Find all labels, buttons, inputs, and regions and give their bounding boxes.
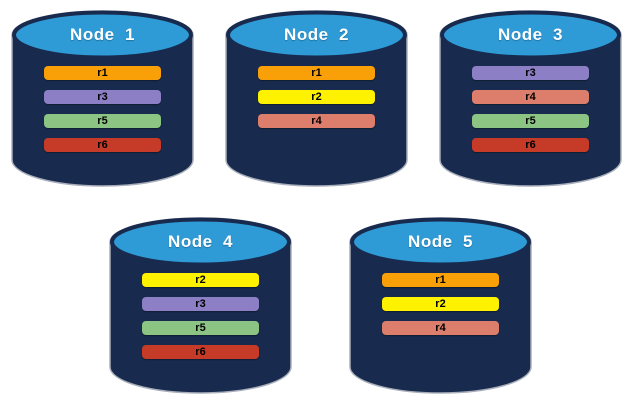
node-title: Node 1 <box>70 25 135 44</box>
replica-bar-r5: r5 <box>472 114 589 128</box>
replica-bar-r3: r3 <box>142 297 259 311</box>
node-1: Node 1 r1 r3 r5 r6 <box>10 8 195 188</box>
node-title: Node 3 <box>498 25 563 44</box>
replica-bar-r2: r2 <box>142 273 259 287</box>
node-2: Node 2 r1 r2 r4 <box>224 8 409 188</box>
cylinder-top <box>226 10 407 60</box>
node-4: Node 4 r2 r3 r5 r6 <box>108 215 293 395</box>
replica-bar-r1: r1 <box>382 273 499 287</box>
replica-bar-r4: r4 <box>472 90 589 104</box>
cylinder-top <box>12 10 193 60</box>
replica-list: r3 r4 r5 r6 <box>472 66 589 152</box>
replica-bar-r3: r3 <box>44 90 161 104</box>
node-title: Node 2 <box>284 25 349 44</box>
replica-bar-r5: r5 <box>142 321 259 335</box>
replica-bar-r4: r4 <box>258 114 375 128</box>
replica-bar-r4: r4 <box>382 321 499 335</box>
replica-bar-r6: r6 <box>142 345 259 359</box>
replica-bar-r2: r2 <box>258 90 375 104</box>
cylinder-top <box>440 10 621 60</box>
replica-list: r2 r3 r5 r6 <box>142 273 259 359</box>
cylinder-top <box>110 217 291 267</box>
replica-bar-r6: r6 <box>44 138 161 152</box>
node-5: Node 5 r1 r2 r4 <box>348 215 533 395</box>
replica-bar-r6: r6 <box>472 138 589 152</box>
replica-list: r1 r2 r4 <box>382 273 499 335</box>
node-title: Node 4 <box>168 232 233 251</box>
replica-bar-r1: r1 <box>44 66 161 80</box>
replica-bar-r1: r1 <box>258 66 375 80</box>
replica-bar-r2: r2 <box>382 297 499 311</box>
replica-bar-r5: r5 <box>44 114 161 128</box>
replica-list: r1 r2 r4 <box>258 66 375 128</box>
node-title: Node 5 <box>408 232 473 251</box>
cylinder-top <box>350 217 531 267</box>
node-3: Node 3 r3 r4 r5 r6 <box>438 8 623 188</box>
replica-bar-r3: r3 <box>472 66 589 80</box>
replica-list: r1 r3 r5 r6 <box>44 66 161 152</box>
